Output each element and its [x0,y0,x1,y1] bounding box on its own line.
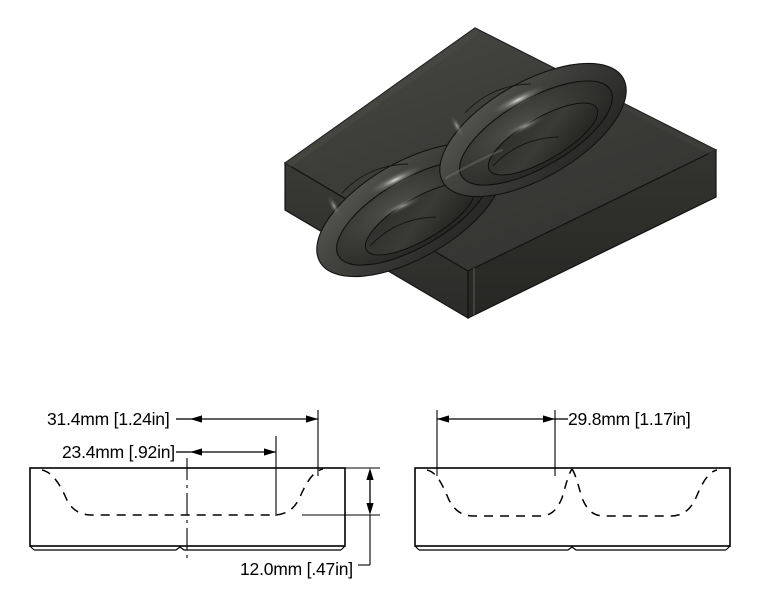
dimension-label-29-8mm: 29.8mm [1.17in] [568,409,691,429]
front-section-base-tick-right [340,545,346,551]
cavity-highlight-upper [490,85,546,115]
cavity-highlight-lower [380,194,424,218]
dim-line-31-4 [176,415,318,423]
side-section-view [414,410,731,551]
dim-line-12-0 [302,467,380,566]
section-views-group [0,380,782,605]
cavity-isoline-b2 [492,136,560,167]
front-section-base [34,546,341,551]
isometric-model-view [250,10,750,360]
cavity-isoline-a2 [369,216,437,247]
dimension-label-12-0mm: 12.0mm [.47in] [240,559,353,579]
iso-model-svg [283,27,718,320]
front-cavity-hidden-profile [41,468,324,516]
dim-line-29-8 [437,415,568,423]
side-section-base [419,546,726,551]
front-section-view [29,410,380,566]
sections-svg [29,410,731,566]
side-cavity-hidden-right [571,468,718,517]
side-section-base-tick-left [414,545,420,551]
dimension-label-31-4mm: 31.4mm [1.24in] [47,409,170,429]
dim-line-23-4 [176,448,276,456]
side-section-outline [414,467,731,547]
center-ridge-highlight [444,148,504,180]
block-chamfer-left [285,28,479,167]
cavity-highlight-left [450,115,464,137]
cavity-highlight-left [327,195,341,217]
front-section-base-tick-left [29,545,35,551]
cavity-highlight-upper [367,165,423,195]
cavity-isoline-a1 [341,163,409,194]
cavity-isoline-b1 [464,83,532,114]
cavity-highlight-lower [503,114,547,138]
cavity-upper-right [439,62,627,198]
dimension-label-23-4mm: 23.4mm [.92in] [62,442,175,462]
side-cavity-hidden-left [426,468,573,517]
side-section-base-tick-right [725,545,731,551]
